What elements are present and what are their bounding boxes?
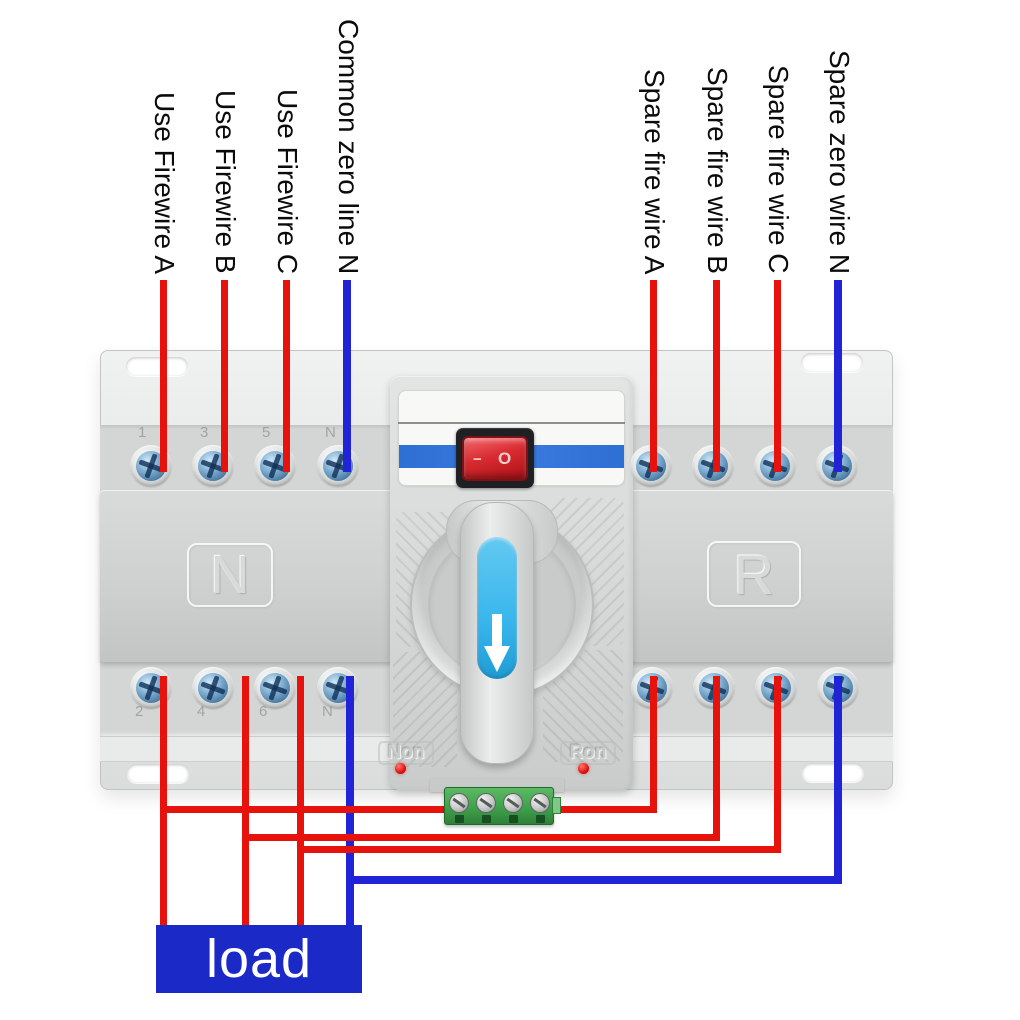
wire-load-3 bbox=[297, 676, 304, 925]
wire-spare-jumper-3-h bbox=[297, 846, 781, 853]
terminal-screw bbox=[254, 445, 296, 487]
label-use-firewire-c: Use Firewire C bbox=[272, 88, 303, 274]
wire-spare-fire-b bbox=[713, 280, 720, 472]
control-terminal-block bbox=[444, 787, 554, 825]
control-terminal-screw bbox=[503, 793, 523, 813]
wire-spare-zero-n bbox=[834, 280, 842, 472]
label-spare-zero-wire-n: Spare zero wire N bbox=[824, 49, 855, 274]
rocker-off-symbol: − bbox=[473, 451, 482, 468]
rocker-on-symbol: O bbox=[498, 449, 512, 468]
label-common-zero-line-n: Common zero line N bbox=[333, 18, 364, 274]
right-block-letter-text: R bbox=[733, 542, 775, 606]
wire-common-zero-n bbox=[343, 280, 351, 472]
left-pole-block bbox=[100, 490, 400, 662]
down-arrow-head-icon bbox=[484, 646, 510, 672]
label-divider-line bbox=[398, 422, 625, 424]
terminal-number: 4 bbox=[197, 703, 206, 720]
wire-spare-fire-c bbox=[774, 280, 781, 472]
terminal-number: 6 bbox=[259, 703, 268, 720]
terminal-number: N bbox=[325, 424, 336, 441]
load-label: load bbox=[205, 929, 313, 989]
terminal-screw bbox=[317, 445, 359, 487]
label-spare-fire-wire-b: Spare fire wire B bbox=[702, 67, 733, 274]
right-block-letter: R bbox=[707, 541, 801, 607]
terminal-number: N bbox=[322, 703, 333, 720]
mounting-slot-bottom-left bbox=[127, 764, 189, 783]
terminal-number: 1 bbox=[138, 424, 147, 441]
right-pole-block bbox=[628, 490, 893, 662]
terminal-number: 5 bbox=[262, 424, 271, 441]
right-indicator: Ron bbox=[560, 741, 616, 765]
wire-use-firewire-c bbox=[283, 280, 290, 472]
wire-spare-jumper-3-v bbox=[774, 676, 781, 853]
terminal-number: 2 bbox=[135, 703, 144, 720]
terminal-screw bbox=[254, 667, 296, 709]
label-use-firewire-a: Use Firewire A bbox=[149, 91, 180, 274]
left-indicator-text: Non bbox=[387, 742, 425, 763]
terminal-number: 3 bbox=[200, 424, 209, 441]
control-terminal-tab bbox=[552, 797, 561, 814]
rocker-switch: − O bbox=[462, 436, 528, 481]
control-wire-hole bbox=[482, 815, 491, 823]
mounting-slot-top-right bbox=[801, 353, 863, 372]
right-led-indicator bbox=[578, 763, 589, 774]
mounting-slot-top-left bbox=[126, 357, 188, 376]
control-terminal-screw bbox=[449, 793, 469, 813]
control-terminal-screw bbox=[476, 793, 496, 813]
left-block-letter-text: N bbox=[210, 545, 250, 605]
load-box: load bbox=[156, 925, 362, 993]
wire-spare-fire-a bbox=[650, 280, 657, 472]
wire-use-firewire-b bbox=[221, 280, 228, 472]
right-indicator-text: Ron bbox=[569, 742, 607, 763]
down-arrow-icon bbox=[492, 614, 502, 648]
left-indicator: Non bbox=[378, 741, 434, 765]
control-wire-hole bbox=[536, 815, 545, 823]
mounting-slot-bottom-right bbox=[802, 763, 864, 782]
wire-load-n bbox=[346, 676, 354, 925]
control-wire-hole bbox=[509, 815, 518, 823]
wire-spare-jumper-n-h bbox=[346, 876, 842, 884]
wire-use-firewire-a bbox=[160, 280, 167, 472]
control-wire-hole bbox=[455, 815, 464, 823]
label-spare-fire-wire-c: Spare fire wire C bbox=[763, 65, 794, 274]
label-use-firewire-b: Use Firewire B bbox=[210, 90, 241, 274]
left-block-letter: N bbox=[187, 543, 273, 607]
wire-spare-jumper-2-h bbox=[242, 834, 720, 841]
wire-spare-jumper-1-v bbox=[650, 676, 657, 813]
wire-spare-jumper-2-v bbox=[713, 676, 720, 841]
wire-spare-jumper-n-v bbox=[834, 676, 842, 884]
wire-spare-jumper-1-h bbox=[160, 806, 657, 813]
label-spare-fire-wire-a: Spare fire wire A bbox=[639, 68, 670, 274]
wire-load-1 bbox=[160, 676, 167, 925]
control-terminal-screw bbox=[530, 793, 550, 813]
wire-load-2 bbox=[242, 676, 249, 925]
terminal-screw bbox=[192, 667, 234, 709]
left-led-indicator bbox=[395, 763, 406, 774]
